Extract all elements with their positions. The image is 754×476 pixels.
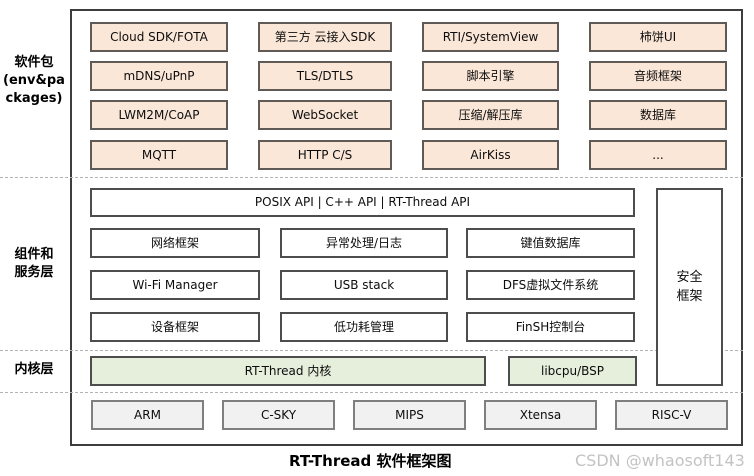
component-box-wifi-manager: Wi-Fi Manager (90, 270, 260, 300)
layer-separator-kernel-cpu (0, 392, 743, 393)
layer-label-components: 组件和 服务层 (14, 247, 54, 281)
package-box-airkiss: AirKiss (422, 140, 559, 170)
package-box-rti-systemview: RTI/SystemView (422, 22, 559, 52)
package-box-mqtt: MQTT (90, 140, 228, 170)
component-box-exception-log: 异常处理/日志 (280, 228, 448, 258)
kernel-box-rt-thread-core: RT-Thread 内核 (90, 356, 486, 386)
api-bar: POSIX API | C++ API | RT-Thread API (90, 188, 635, 217)
layer-separator-components-kernel (0, 350, 743, 351)
package-box-lwm2m-coap: LWM2M/CoAP (90, 100, 228, 130)
component-box-usb-stack: USB stack (280, 270, 448, 300)
package-box-script-engine: 脚本引擎 (422, 61, 559, 91)
package-box-websocket: WebSocket (258, 100, 392, 130)
package-box-audio-framework: 音频框架 (589, 61, 727, 91)
package-box-database: 数据库 (589, 100, 727, 130)
component-box-low-power-management: 低功耗管理 (280, 312, 448, 342)
diagram-caption: RT-Thread 软件框架图 (289, 452, 452, 470)
component-box-dfs-virtual-filesystem: DFS虚拟文件系统 (466, 270, 635, 300)
package-box-tls-dtls: TLS/DTLS (258, 61, 392, 91)
csdn-watermark: CSDN @whaosoft143 (575, 451, 745, 470)
package-box-third-party-cloud-sdk: 第三方 云接入SDK (258, 22, 392, 52)
package-box-persimmon-ui: 柿饼UI (589, 22, 727, 52)
layer-label-packages: 软件包 (env&pa ckages) (3, 55, 65, 107)
layer-separator-packages-components (0, 177, 743, 178)
component-box-finsh-console: FinSH控制台 (466, 312, 635, 342)
cpu-box-risc-v: RISC-V (615, 400, 728, 430)
package-box-compression-lib: 压缩/解压库 (422, 100, 559, 130)
cpu-box-mips: MIPS (353, 400, 466, 430)
cpu-box-arm: ARM (91, 400, 204, 430)
cpu-box-xtensa: Xtensa (484, 400, 597, 430)
layer-label-kernel: 内核层 (14, 362, 54, 377)
diagram-outer-frame (70, 9, 743, 446)
cpu-box-c-sky: C-SKY (222, 400, 335, 430)
kernel-box-libcpu-bsp: libcpu/BSP (508, 356, 637, 386)
package-box-http-cs: HTTP C/S (258, 140, 392, 170)
package-box-mdns-upnp: mDNS/uPnP (90, 61, 228, 91)
package-box-more: ... (589, 140, 727, 170)
component-box-device-framework: 设备框架 (90, 312, 260, 342)
package-box-cloud-sdk-fota: Cloud SDK/FOTA (90, 22, 228, 52)
security-framework-box: 安全 框架 (656, 188, 723, 386)
component-box-kv-database: 键值数据库 (466, 228, 635, 258)
component-box-network-framework: 网络框架 (90, 228, 260, 258)
